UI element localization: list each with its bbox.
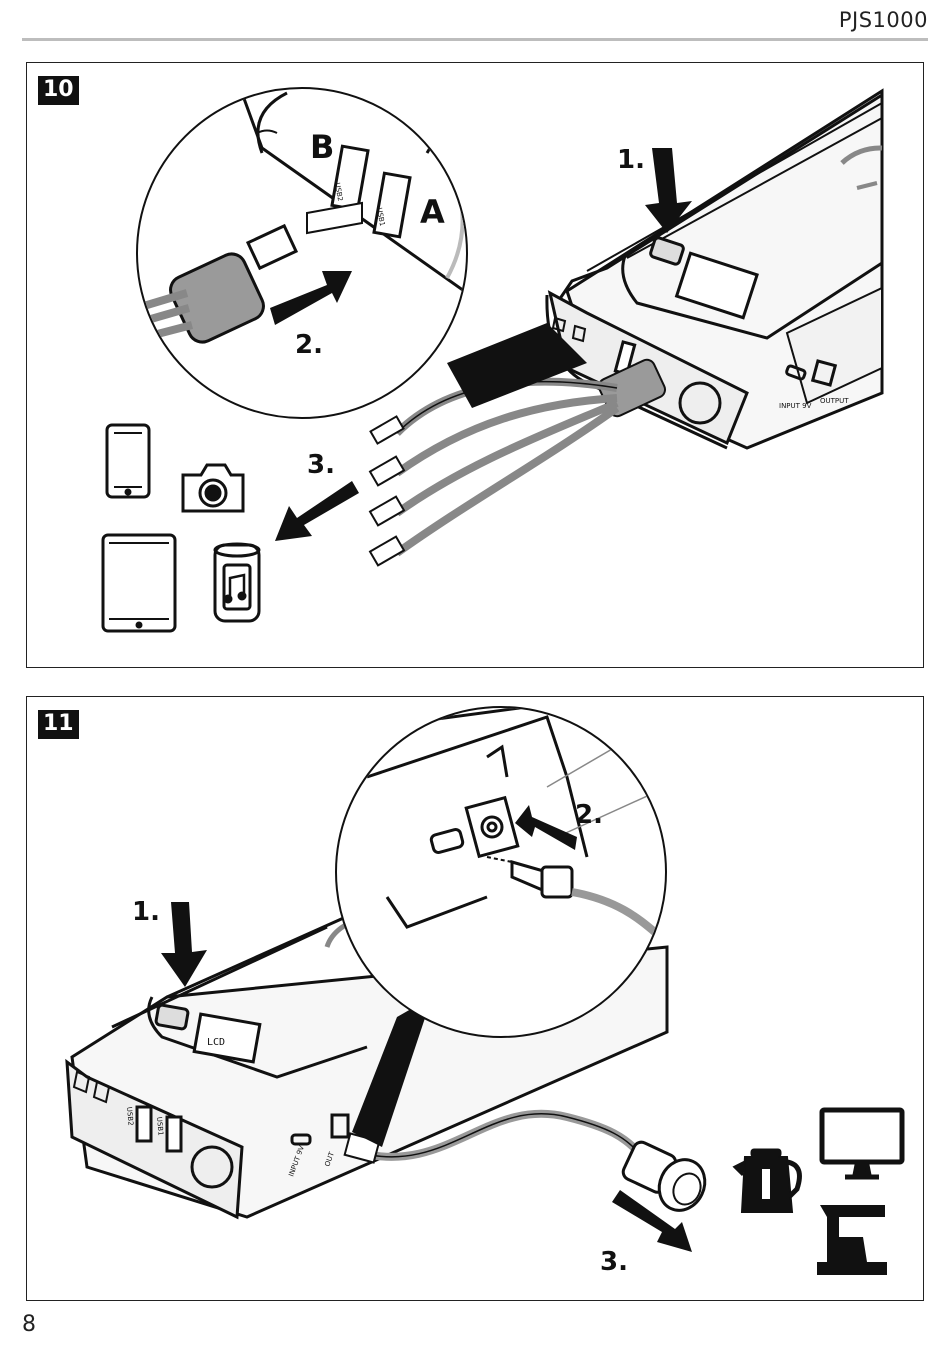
camera-icon bbox=[181, 463, 245, 513]
arrow-step-1-icon bbox=[161, 902, 207, 987]
figure-number-10: 10 bbox=[38, 76, 79, 105]
step-2-label: 2. bbox=[575, 800, 603, 830]
car-socket-cable bbox=[343, 1109, 707, 1212]
speaker-icon bbox=[213, 542, 261, 623]
header-model: PJS1000 bbox=[838, 8, 928, 32]
step-1-label: 1. bbox=[617, 145, 645, 175]
arrow-step-3-icon bbox=[275, 481, 359, 541]
svg-text:LCD: LCD bbox=[207, 1037, 225, 1048]
zoom-circle bbox=[335, 706, 667, 1038]
port-letter-a: A bbox=[420, 193, 445, 231]
port-letter-b: B bbox=[310, 128, 334, 166]
port-label-usb2: USB2 bbox=[125, 1106, 135, 1125]
zoom-circle: USB2 USB1 bbox=[136, 87, 468, 419]
figure-10-illustration: INPUT 9V OUTPUT bbox=[101, 87, 884, 633]
step-3-label: 3. bbox=[307, 450, 335, 480]
arrow-step-1-icon bbox=[645, 148, 692, 233]
multi-cable bbox=[368, 358, 667, 567]
coffee-machine-icon bbox=[817, 1205, 887, 1275]
page-number: 8 bbox=[22, 1312, 36, 1337]
port-label-usb2: USB2 bbox=[333, 182, 344, 202]
port-label-usb1: USB1 bbox=[155, 1116, 165, 1135]
arrow-step-2-icon bbox=[270, 271, 352, 325]
step-3-label: 3. bbox=[600, 1247, 628, 1277]
magnifier-wedge bbox=[352, 997, 432, 1147]
figure-number-11: 11 bbox=[38, 710, 79, 739]
power-bank bbox=[545, 88, 884, 450]
port-label-output: OUTPUT bbox=[820, 397, 849, 405]
figure-11: LCD USB2 USB1 INPUT 9V OUT bbox=[26, 696, 924, 1301]
arrow-step-2-icon bbox=[515, 805, 577, 850]
step-2-label: 2. bbox=[295, 330, 323, 360]
arrow-step-3-icon bbox=[612, 1190, 692, 1252]
header-rule bbox=[22, 38, 928, 41]
monitor-icon bbox=[819, 1107, 905, 1180]
figure-11-illustration: LCD USB2 USB1 INPUT 9V OUT bbox=[65, 706, 905, 1277]
magnifier-wedge bbox=[447, 323, 587, 408]
step-1-label: 1. bbox=[132, 897, 160, 927]
port-label-usb1: USB1 bbox=[375, 207, 386, 227]
port-label-input: INPUT 9V bbox=[779, 402, 812, 410]
tablet-icon bbox=[101, 533, 177, 633]
figure-10: INPUT 9V OUTPUT bbox=[26, 62, 924, 668]
kettle-icon bbox=[732, 1148, 802, 1213]
smartphone-icon bbox=[105, 423, 151, 499]
